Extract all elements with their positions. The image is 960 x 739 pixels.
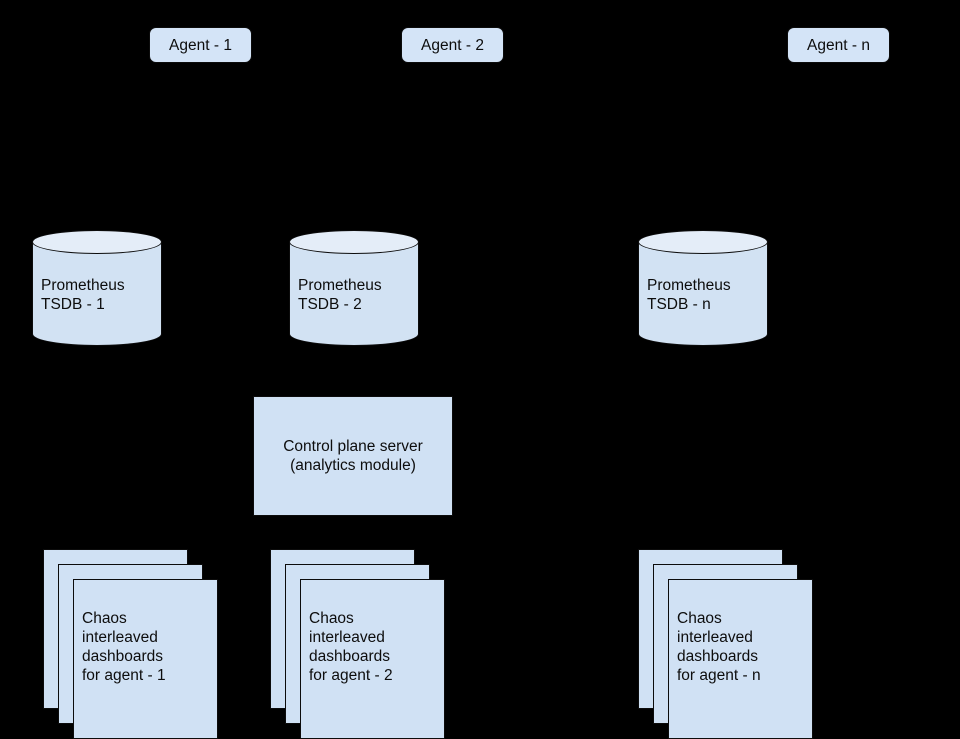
agent-node-1[interactable]: Agent - 1	[149, 27, 252, 63]
database-node-tsdb-1[interactable]: Prometheus TSDB - 1	[32, 230, 162, 346]
dashboard-stack-1[interactable]: Chaos interleaved dashboards for agent -…	[43, 549, 218, 739]
cylinder-top-ellipse	[638, 230, 768, 254]
control-plane-server-label: Control plane server (analytics module)	[283, 438, 423, 474]
database-node-tsdb-n[interactable]: Prometheus TSDB - n	[638, 230, 768, 346]
cylinder-top-ellipse	[289, 230, 419, 254]
agent-label-1: Agent - 1	[169, 36, 232, 54]
edge-tsdb1-controlplane	[96, 345, 354, 400]
database-label-tsdb-1: Prometheus TSDB - 1	[41, 277, 125, 313]
stack-card-front	[668, 579, 813, 739]
database-node-tsdb-2[interactable]: Prometheus TSDB - 2	[289, 230, 419, 346]
agent-label-2: Agent - 2	[421, 36, 484, 54]
edge-tsdbn-controlplane	[352, 345, 704, 400]
cylinder-body	[32, 241, 162, 334]
cylinder-body	[638, 241, 768, 334]
database-label-tsdb-n: Prometheus TSDB - n	[647, 277, 731, 313]
edge-tsdb2-controlplane	[347, 345, 359, 400]
cylinder-top-ellipse	[32, 230, 162, 254]
cylinder-body	[289, 241, 419, 334]
database-label-tsdb-2: Prometheus TSDB - 2	[298, 277, 382, 313]
edge-agent2-tsdb2	[347, 63, 453, 235]
stack-card-front	[300, 579, 445, 739]
agent-node-n[interactable]: Agent - n	[787, 27, 890, 63]
agent-node-2[interactable]: Agent - 2	[401, 27, 504, 63]
dashboard-stack-label-1: Chaos interleaved dashboards for agent -…	[82, 610, 166, 684]
diagram-canvas: Agent - 1 Agent - 2 Agent - n Prometheus…	[32, 27, 890, 739]
edge-agent1-tsdb1	[91, 63, 201, 235]
stack-card-front	[73, 579, 218, 739]
control-plane-server-node[interactable]: Control plane server (analytics module)	[253, 396, 453, 516]
dashboard-stack-2[interactable]: Chaos interleaved dashboards for agent -…	[270, 549, 445, 739]
agent-label-n: Agent - n	[807, 36, 870, 54]
dashboard-stack-label-n: Chaos interleaved dashboards for agent -…	[677, 610, 761, 684]
edge-agentn-tsdbn	[697, 63, 839, 235]
dashboard-stack-label-2: Chaos interleaved dashboards for agent -…	[309, 610, 393, 684]
dashboard-stack-n[interactable]: Chaos interleaved dashboards for agent -…	[638, 549, 813, 739]
